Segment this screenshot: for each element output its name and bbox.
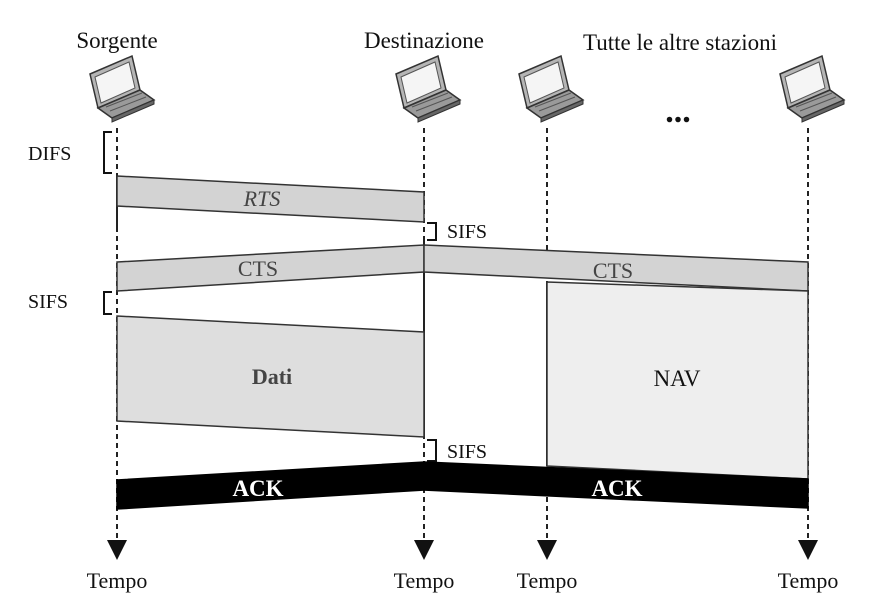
cts-frame-right-label: CTS	[593, 258, 633, 283]
source-station-label: Sorgente	[76, 28, 157, 53]
difs-label: DIFS	[28, 143, 71, 165]
cts-frame-left-label: CTS	[238, 256, 278, 281]
sifs-bracket-2	[103, 291, 112, 315]
ack-frame-right-label: ACK	[591, 476, 642, 501]
data-frame	[116, 315, 425, 438]
ack-frame-right	[423, 461, 809, 509]
nav-label: NAV	[654, 366, 701, 391]
rts-frame	[116, 175, 425, 223]
sifs-bracket-3	[427, 439, 437, 462]
last-station-time-label: Tempo	[778, 568, 839, 593]
data-frame-label: Dati	[252, 364, 292, 389]
source-laptop-icon	[89, 55, 155, 123]
last-station-laptop-icon	[779, 55, 845, 123]
destination-time-label: Tempo	[394, 568, 455, 593]
sifs-bracket-1	[427, 222, 437, 241]
sifs-label-3: SIFS	[447, 441, 487, 463]
sifs-label-2: SIFS	[28, 291, 68, 313]
source-time-label: Tempo	[87, 568, 148, 593]
other-stations-label: Tutte le altre stazioni	[583, 30, 777, 55]
destination-laptop-icon	[395, 55, 461, 123]
difs-bracket	[103, 131, 112, 174]
ack-frame-left-label: ACK	[232, 476, 283, 501]
other-station-time-label: Tempo	[517, 568, 578, 593]
other-station-laptop-icon	[518, 55, 584, 123]
destination-station-label: Destinazione	[364, 28, 484, 53]
sifs-label-1: SIFS	[447, 221, 487, 243]
rts-frame-label: RTS	[243, 186, 281, 211]
more-stations-ellipsis: ...	[665, 93, 691, 130]
